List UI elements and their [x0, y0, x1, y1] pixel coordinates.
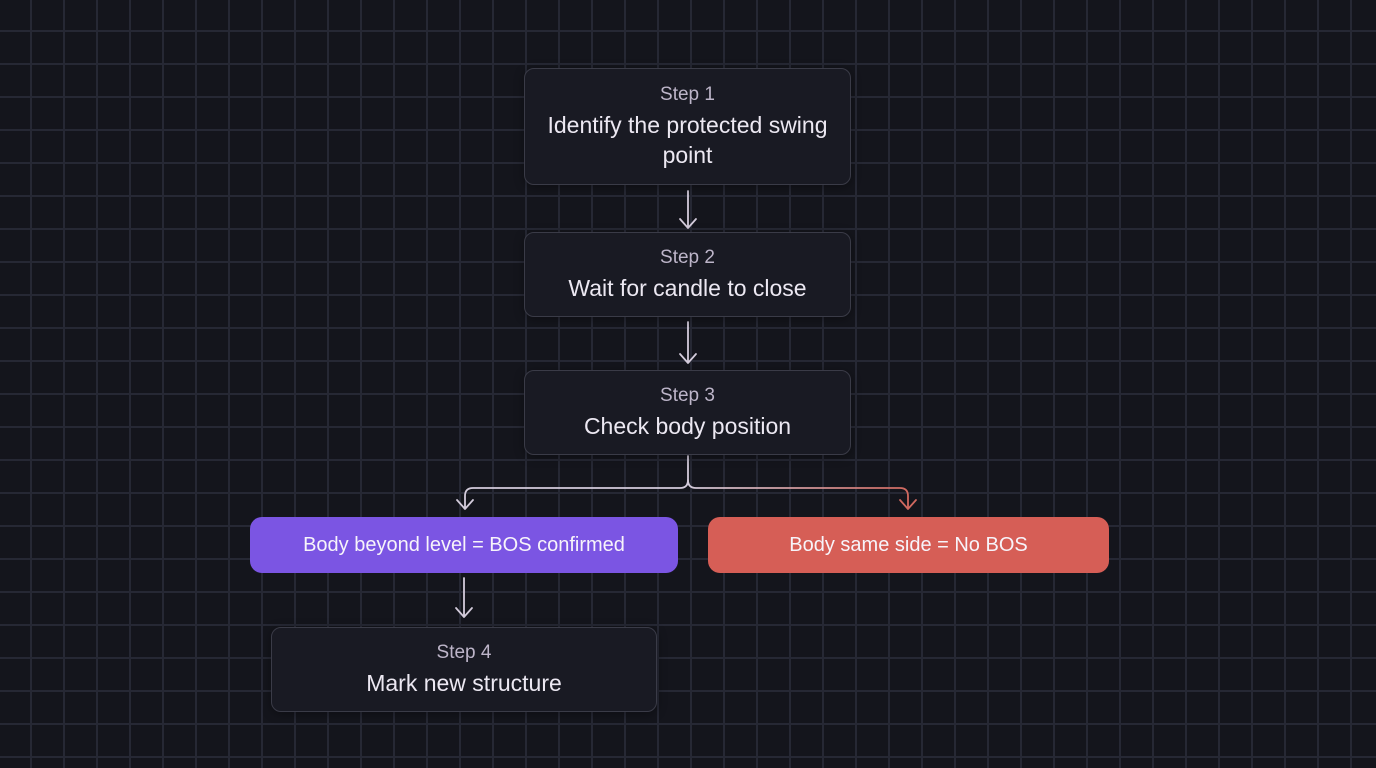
node-step-4: Step 4 Mark new structure [271, 627, 657, 712]
step-1-label: Step 1 [660, 84, 715, 106]
node-branch-bos-confirmed: Body beyond level = BOS confirmed [250, 517, 678, 573]
node-step-2: Step 2 Wait for candle to close [524, 232, 851, 317]
branch-bos-confirmed-text: Body beyond level = BOS confirmed [303, 534, 625, 556]
step-3-label: Step 3 [660, 385, 715, 407]
step-3-text: Check body position [583, 412, 792, 439]
step-4-label: Step 4 [436, 642, 492, 664]
arrow-step3-branch-right-line [687, 479, 909, 508]
arrow-step2-step3 [679, 321, 697, 364]
step-1-text: Identify the protected swing point [547, 111, 828, 168]
arrow-step3-branch-left [456, 455, 689, 510]
node-step-1: Step 1 Identify the protected swing poin… [524, 68, 851, 185]
node-branch-no-bos: Body same side = No BOS [708, 517, 1109, 573]
step-4-text: Mark new structure [366, 669, 562, 696]
arrow-step1-step2 [679, 190, 697, 229]
arrow-branch-step4 [455, 577, 473, 618]
arrow-step3-branch-right-head [899, 499, 917, 510]
step-2-label: Step 2 [660, 247, 715, 269]
branch-no-bos-text: Body same side = No BOS [789, 534, 1028, 556]
step-2-text: Wait for candle to close [568, 274, 807, 301]
node-step-3: Step 3 Check body position [524, 370, 851, 455]
